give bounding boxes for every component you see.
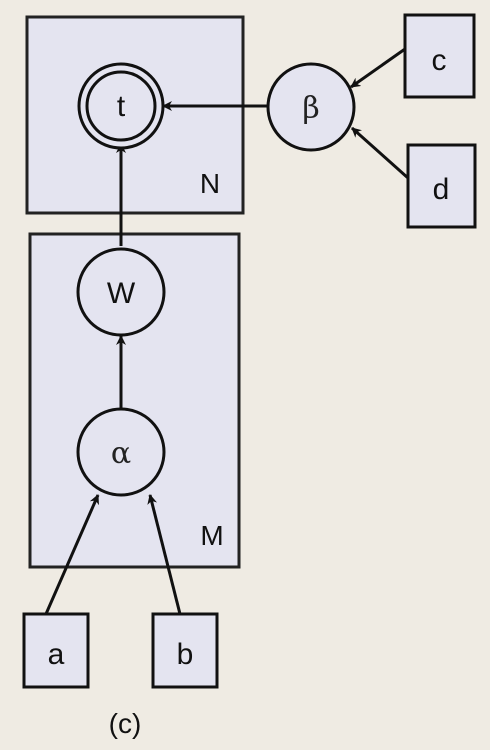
node-t-label: t xyxy=(117,90,126,123)
plate-m-label: M xyxy=(200,520,223,551)
node-w-label: W xyxy=(107,277,136,310)
node-d: d xyxy=(406,143,477,229)
node-w: W xyxy=(76,247,166,337)
node-alpha: α xyxy=(76,407,166,497)
edge-c-to-beta xyxy=(350,47,406,89)
node-a-label: a xyxy=(48,638,65,671)
edge-b-to-alpha xyxy=(147,494,182,615)
node-c-label: c xyxy=(432,44,447,77)
edge-a-to-alpha xyxy=(44,494,100,615)
plate-m: M xyxy=(28,232,241,569)
node-beta-label: β xyxy=(302,91,319,126)
node-alpha-label: α xyxy=(111,436,131,471)
edge-d-to-beta xyxy=(351,126,409,180)
node-b: b xyxy=(151,612,219,689)
node-c: c xyxy=(403,13,476,99)
plate-n-label: N xyxy=(200,168,220,199)
figure-caption: (c) xyxy=(109,708,142,739)
node-a: a xyxy=(22,612,90,689)
node-b-label: b xyxy=(177,638,194,671)
node-t: t xyxy=(77,62,165,150)
node-d-label: d xyxy=(433,173,450,206)
node-beta: β xyxy=(266,62,356,152)
